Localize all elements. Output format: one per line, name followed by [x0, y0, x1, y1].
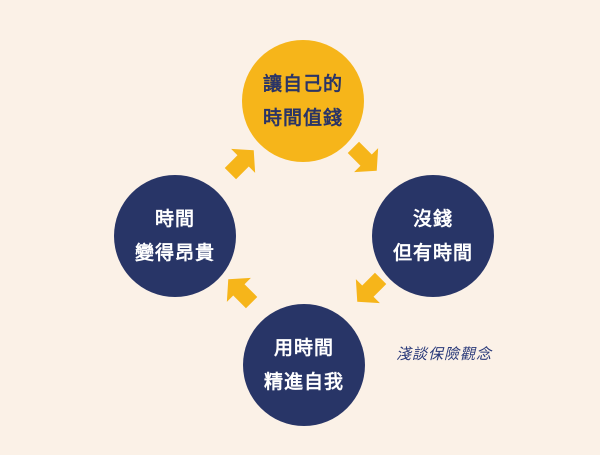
- node-value-time: 讓自己的 時間值錢: [242, 40, 364, 162]
- arrow-top-to-right-icon: [341, 135, 389, 183]
- node-right-line2: 但有時間: [392, 242, 473, 264]
- node-top-line2: 時間值錢: [262, 107, 343, 129]
- node-no-money: 沒錢 但有時間: [372, 175, 494, 297]
- node-right-line1: 沒錢: [412, 208, 453, 230]
- node-left-line1: 時間: [154, 208, 195, 230]
- node-bottom-line2: 精進自我: [263, 371, 344, 393]
- node-left-line2: 變得昂貴: [134, 242, 215, 264]
- caption-text: 淺談保險觀念: [396, 345, 493, 363]
- node-top-line1: 讓自己的: [262, 73, 343, 95]
- arrow-left-to-top-icon: [218, 138, 266, 186]
- node-time-expensive: 時間 變得昂貴: [114, 175, 236, 297]
- node-bottom-line1: 用時間: [273, 337, 334, 359]
- node-use-time: 用時間 精進自我: [243, 304, 365, 426]
- arrow-bottom-to-left-icon: [216, 267, 264, 315]
